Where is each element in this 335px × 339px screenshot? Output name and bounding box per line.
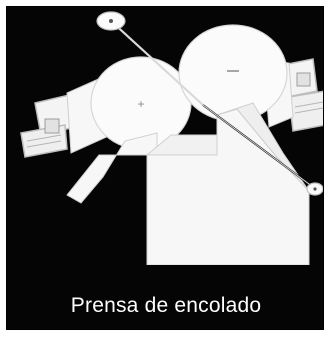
upper-roll — [178, 24, 288, 122]
paper-web — [110, 20, 314, 188]
figure-panel: + Prensa de encolado — [6, 6, 324, 330]
left-bearing-housing — [20, 94, 76, 158]
bottom-guide-roll — [306, 182, 323, 196]
top-guide-roll — [96, 11, 126, 31]
size-press-illustration: + — [20, 11, 323, 265]
svg-text:+: + — [137, 97, 144, 111]
figure-caption: Prensa de encolado — [70, 294, 262, 317]
press-frame — [66, 102, 310, 265]
